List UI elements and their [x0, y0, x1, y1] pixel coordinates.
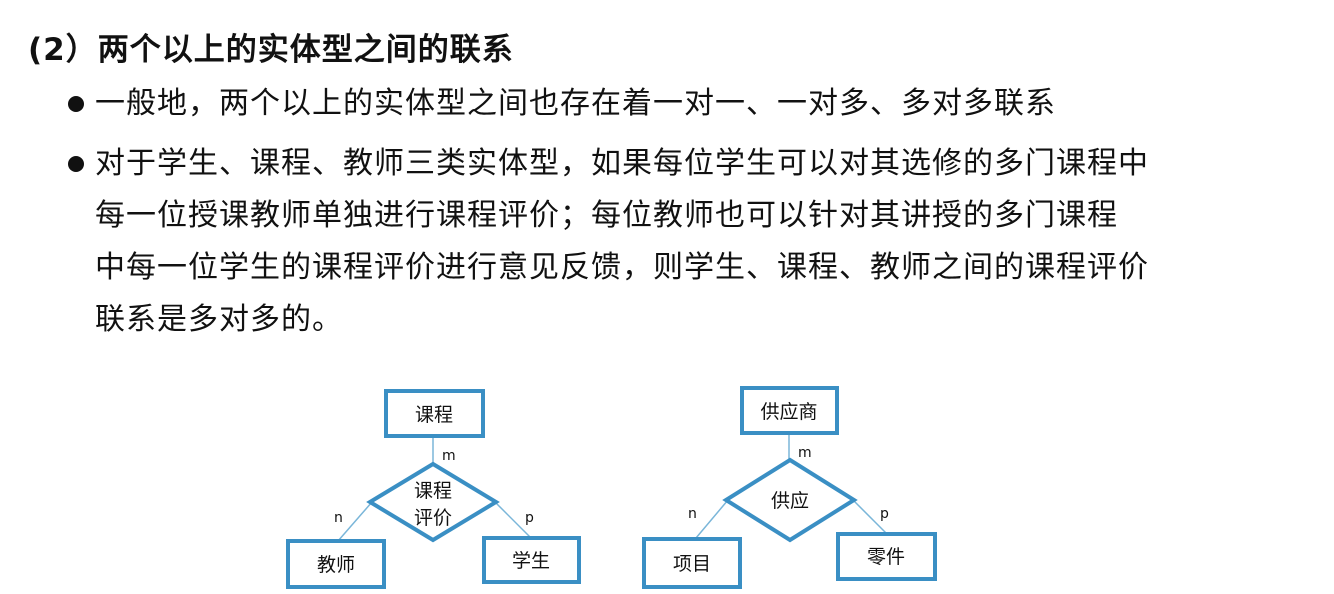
- relationship-label: 供应: [771, 490, 809, 512]
- bullet-item: 对于学生、课程、教师三类实体型，如果每位学生可以对其选修的多门课程中 每一位授课…: [62, 138, 1322, 346]
- cardinality-label: p: [880, 506, 889, 522]
- bullet-dot-icon: [68, 156, 84, 172]
- cardinality-label: m: [798, 445, 812, 461]
- cardinality-label: n: [688, 506, 697, 522]
- relationship-diamond: [722, 457, 858, 543]
- bullet-text: 一般地，两个以上的实体型之间也存在着一对一、一对多、多对多联系: [95, 86, 1056, 121]
- relationship-diamond: [366, 461, 500, 543]
- bullet-text: 每一位授课教师单独进行课程评价；每位教师也可以针对其讲授的多门课程: [95, 198, 1118, 233]
- entity-label: 课程: [415, 404, 453, 426]
- bullet-text: 中每一位学生的课程评价进行意见反馈，则学生、课程、教师之间的课程评价: [95, 250, 1149, 285]
- entity-student: [482, 536, 581, 584]
- entity-label: 项目: [673, 553, 711, 575]
- bullet-dot-icon: [68, 96, 84, 112]
- connector-line: [494, 501, 531, 538]
- entity-course: [384, 389, 485, 438]
- connector-line: [695, 499, 729, 539]
- relationship-label: 评价: [414, 507, 452, 529]
- relationship-label: 课程: [414, 480, 452, 502]
- entity-project: [642, 537, 742, 589]
- entity-label: 零件: [867, 546, 905, 568]
- cardinality-label: p: [525, 510, 534, 526]
- entity-supplier: [740, 386, 839, 435]
- bullet-text: 对于学生、课程、教师三类实体型，如果每位学生可以对其选修的多门课程中: [95, 146, 1149, 181]
- entity-label: 供应商: [760, 401, 817, 423]
- bullet-text: 联系是多对多的。: [95, 302, 343, 337]
- connector-line: [337, 501, 373, 542]
- er-diagram-course-evaluation: 课程 课程 评价 教师 学生 m n p: [286, 389, 581, 589]
- section-title: (2）两个以上的实体型之间的联系: [28, 32, 514, 68]
- entity-label: 教师: [317, 554, 355, 576]
- connector-line: [852, 499, 887, 534]
- er-diagram-supply: 供应商 供应 项目 零件 m n p: [642, 386, 937, 589]
- entity-part: [836, 532, 937, 581]
- bullet-item: 一般地，两个以上的实体型之间也存在着一对一、一对多、多对多联系: [62, 78, 1322, 130]
- entity-teacher: [286, 539, 386, 589]
- entity-label: 学生: [512, 550, 550, 572]
- cardinality-label: m: [442, 448, 456, 464]
- cardinality-label: n: [334, 510, 343, 526]
